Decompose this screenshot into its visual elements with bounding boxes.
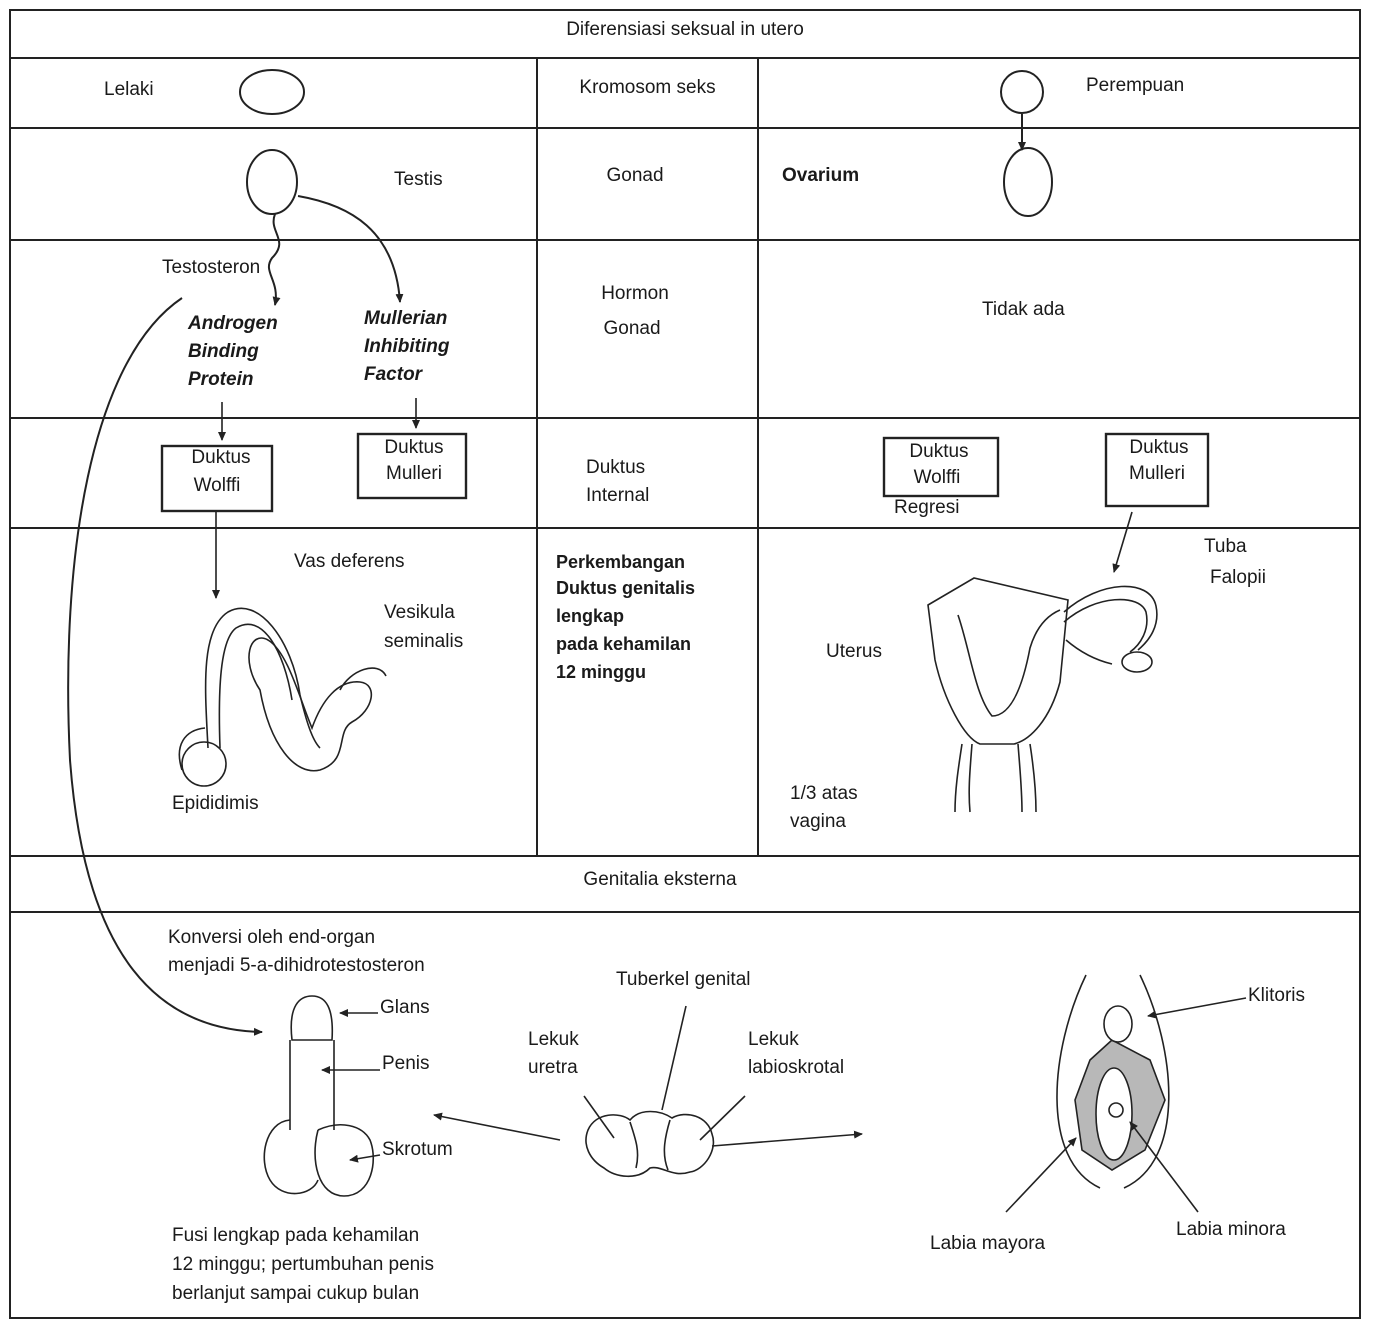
box-wolffi-1: Duktus <box>162 444 280 472</box>
label-tuba: Tuba <box>1204 533 1247 561</box>
label-vagina-1: 1/3 atas <box>790 780 858 808</box>
middle-dev-1: Perkembangan <box>556 548 685 576</box>
ovarium-icon <box>1004 148 1052 216</box>
label-fusi-3: berlanjut sampai cukup bulan <box>172 1280 419 1308</box>
label-testosteron: Testosteron <box>162 254 260 282</box>
label-tuberkel: Tuberkel genital <box>616 966 750 994</box>
label-uterus: Uterus <box>826 638 882 666</box>
label-epididimis: Epididimis <box>172 790 259 818</box>
diagram-title: Diferensiasi seksual in utero <box>10 16 1360 44</box>
label-internal: Internal <box>586 482 649 510</box>
label-mif-3: Factor <box>364 361 422 389</box>
label-gonad: Gonad <box>537 162 733 190</box>
female-box-mulleri-1: Duktus <box>1106 434 1212 462</box>
label-mif-1: Mullerian <box>364 305 447 333</box>
middle-dev-2: Duktus genitalis <box>556 574 695 602</box>
label-penis: Penis <box>382 1050 430 1078</box>
label-glans: Glans <box>380 994 430 1022</box>
label-abp-1: Androgen <box>188 310 278 338</box>
box-mulleri-2: Mulleri <box>358 460 470 488</box>
label-ovarium: Ovarium <box>782 162 859 190</box>
label-falopii: Falopii <box>1210 564 1266 592</box>
male-internal-drawing <box>179 608 386 786</box>
middle-dev-3: lengkap <box>556 602 624 630</box>
label-lekuk-labio-1: Lekuk <box>748 1026 799 1054</box>
testosterone-pathway-arrow <box>68 298 262 1032</box>
box-mulleri-1: Duktus <box>358 434 470 462</box>
testis-icon <box>247 150 297 214</box>
label-fusi-2: 12 minggu; pertumbuhan penis <box>172 1251 434 1279</box>
label-seminalis: seminalis <box>384 628 463 656</box>
label-tidak-ada: Tidak ada <box>982 296 1065 324</box>
label-labia-mayora: Labia mayora <box>930 1230 1045 1258</box>
label-hormon: Hormon <box>537 280 733 308</box>
label-lekuk-uretra-2: uretra <box>528 1054 578 1082</box>
table-grid <box>10 10 1360 1318</box>
label-klitoris: Klitoris <box>1248 982 1305 1010</box>
header-male: Lelaki <box>104 76 154 104</box>
label-vesikula: Vesikula <box>384 599 455 627</box>
label-lekuk-uretra-1: Lekuk <box>528 1026 579 1054</box>
label-abp-3: Protein <box>188 366 253 394</box>
label-conversion-2: menjadi 5-a-dihidrotestosteron <box>168 952 425 980</box>
female-external-drawing <box>1057 975 1169 1188</box>
label-fusi-1: Fusi lengkap pada kehamilan <box>172 1222 419 1250</box>
label-hormon-gonad: Gonad <box>537 315 727 343</box>
female-cell-icon <box>1001 71 1043 113</box>
label-duktus: Duktus <box>586 454 645 482</box>
genital-tubercle-drawing <box>586 1112 713 1177</box>
box-wolffi-2: Wolffi <box>162 472 272 500</box>
label-abp-2: Binding <box>188 338 259 366</box>
middle-dev-4: pada kehamilan <box>556 630 691 658</box>
label-labia-minora: Labia minora <box>1176 1216 1286 1244</box>
female-box-wolffi-2: Wolffi <box>884 464 990 492</box>
label-vas-deferens: Vas deferens <box>294 548 405 576</box>
external-header: Genitalia eksterna <box>10 866 1310 894</box>
label-lekuk-labio-2: labioskrotal <box>748 1054 844 1082</box>
female-internal-drawing <box>928 578 1157 812</box>
header-female: Perempuan <box>1086 72 1184 100</box>
label-mif-2: Inhibiting <box>364 333 449 361</box>
female-box-mulleri-2: Mulleri <box>1106 460 1208 488</box>
label-regresi: Regresi <box>894 494 959 522</box>
label-testis: Testis <box>394 166 443 194</box>
male-external-drawing <box>264 996 373 1196</box>
male-cell-icon <box>240 70 304 114</box>
middle-dev-5: 12 minggu <box>556 658 646 686</box>
label-vagina-2: vagina <box>790 808 846 836</box>
female-box-wolffi-1: Duktus <box>884 438 994 466</box>
label-conversion-1: Konversi oleh end-organ <box>168 924 375 952</box>
header-chromosome: Kromosom seks <box>537 74 758 102</box>
label-skrotum: Skrotum <box>382 1136 453 1164</box>
